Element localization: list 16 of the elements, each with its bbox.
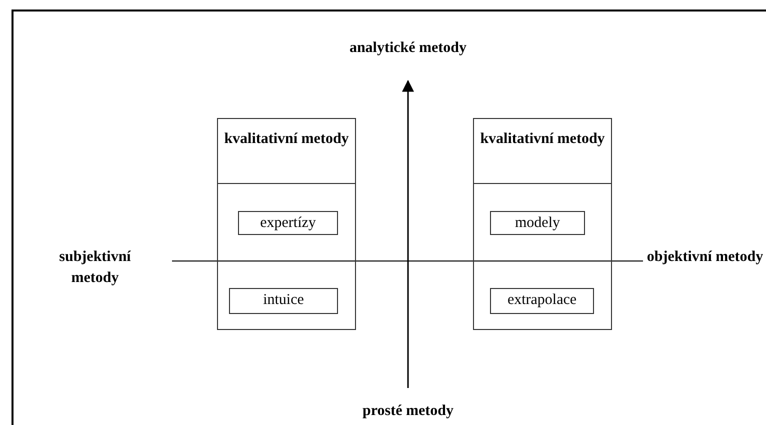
axis-label: objektivní metody	[646, 248, 764, 267]
axis-label: subjektivní metody	[58, 248, 132, 288]
category-panel	[217, 118, 356, 330]
category-panel	[473, 118, 612, 330]
method-label: intuice	[262, 291, 305, 310]
axis-label: analytické metody	[348, 39, 468, 58]
method-box	[490, 288, 594, 314]
panel-heading: kvalitativní metody	[479, 130, 606, 149]
axis-label: prosté metody	[362, 402, 454, 421]
method-box	[238, 211, 338, 235]
method-label: expertízy	[259, 214, 317, 233]
panel-heading: kvalitativní metody	[223, 130, 350, 149]
method-box	[229, 288, 338, 314]
method-box	[490, 211, 585, 235]
method-label: modely	[514, 214, 561, 233]
method-label: extrapolace	[506, 291, 578, 310]
